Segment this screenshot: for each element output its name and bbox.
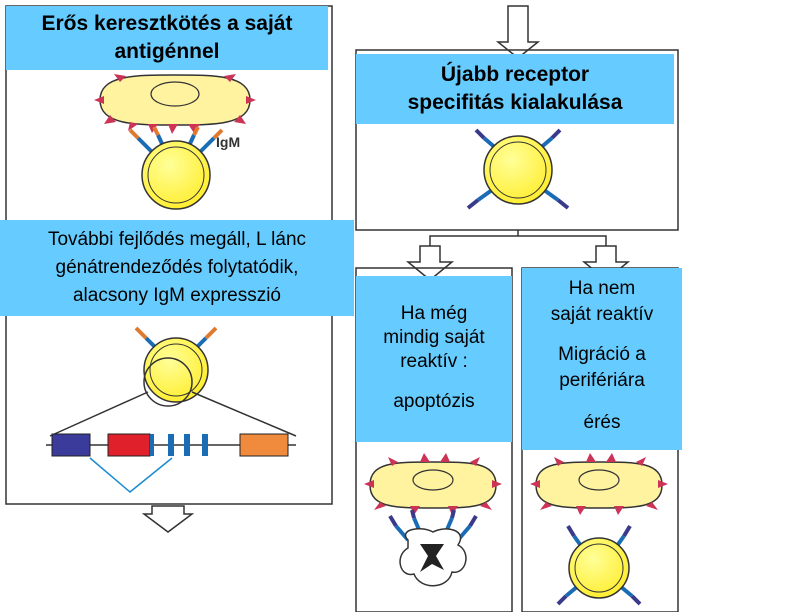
left-result-label: További fejlődés megáll, L lánc génátren… bbox=[0, 220, 354, 316]
not-reactive-branch-label: Ha nem saját reaktív Migráció a periféri… bbox=[522, 268, 682, 450]
not-reactive-line-1: Ha nem bbox=[568, 278, 636, 299]
gene-rearrangement-schematic bbox=[46, 433, 296, 493]
left-title-line-1: Erős keresztkötés a saját bbox=[41, 12, 293, 35]
left-title-label: Erős keresztkötés a saját antigénnel bbox=[6, 6, 328, 70]
b-cell-lower-left bbox=[143, 337, 209, 403]
self-reactive-line-4: apoptózis bbox=[393, 391, 475, 412]
not-reactive-line-4: perifériára bbox=[559, 370, 645, 391]
left-result-line-3: alacsony IgM expresszió bbox=[72, 285, 282, 306]
self-reactive-branch-label: Ha még mindig saját reaktív : apoptózis bbox=[356, 276, 512, 442]
igm-label: IgM bbox=[216, 134, 241, 150]
b-cell-right-top bbox=[483, 135, 553, 205]
self-reactive-line-1: Ha még bbox=[400, 303, 468, 324]
left-result-line-2: génátrendeződés folytatódik, bbox=[55, 257, 299, 278]
left-down-arrow bbox=[141, 505, 195, 533]
branch-arrows bbox=[429, 230, 607, 246]
not-reactive-line-5: érés bbox=[583, 412, 621, 433]
antigen-cell-bottom-middle bbox=[364, 453, 502, 515]
left-result-line-1: További fejlődés megáll, L lánc bbox=[47, 229, 307, 250]
self-reactive-line-2: mindig saját bbox=[383, 327, 485, 348]
b-cell-top-left bbox=[141, 140, 211, 210]
antigen-cell-top-left bbox=[94, 74, 256, 134]
antigen-cell-bottom-right bbox=[530, 453, 668, 515]
right-panel-frame bbox=[355, 49, 679, 231]
right-title-line-1: Újabb receptor bbox=[440, 63, 590, 86]
right-title-label: Újabb receptor specifitás kialakulása bbox=[356, 54, 674, 124]
not-reactive-line-2: saját reaktív bbox=[550, 304, 654, 325]
b-cell-bottom-right bbox=[568, 537, 630, 599]
self-reactive-line-3: reaktív : bbox=[400, 351, 468, 372]
not-reactive-line-3: Migráció a bbox=[558, 344, 646, 365]
apoptotic-nucleus bbox=[420, 544, 444, 572]
left-title-line-2: antigénnel bbox=[114, 40, 220, 63]
right-title-line-2: specifitás kialakulása bbox=[407, 91, 623, 114]
